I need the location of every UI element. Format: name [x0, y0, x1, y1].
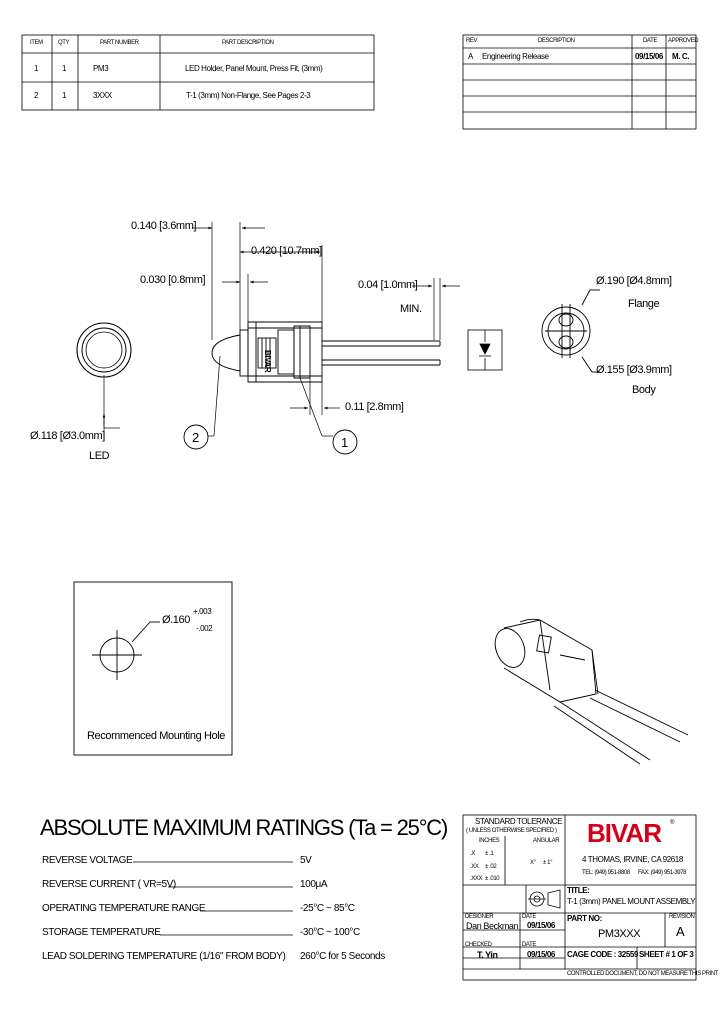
- dim-led-label: LED: [89, 450, 110, 462]
- bom-header-qty: QTY: [58, 40, 70, 46]
- ratings-leaders: [133, 861, 293, 936]
- dim-flange-diameter: Ø.190 [Ø4.8mm]: [596, 275, 672, 287]
- bom-row-part: 3XXX: [93, 91, 112, 100]
- dim-lead-spacing: 0.11 [2.8mm]: [345, 401, 404, 413]
- mount-hole-tol-minus: -.002: [196, 624, 213, 633]
- title-label: TITLE:: [567, 886, 590, 895]
- unless-specified: ( UNLESS OTHERWISE SPECIFIED ): [466, 828, 557, 834]
- end-view: [541, 289, 600, 373]
- tol-x-value: ± .1: [485, 851, 494, 857]
- rev-header-date: DATE: [643, 38, 657, 44]
- rating-label: OPERATING TEMPERATURE RANGE: [42, 903, 206, 914]
- rating-label: REVERSE VOLTAGE: [42, 855, 133, 866]
- tol-inches-header: INCHES: [479, 838, 500, 844]
- designer-date: 09/15/06: [527, 921, 555, 930]
- sheet-number: SHEET # 1 OF 3: [639, 950, 694, 959]
- logo-registered-mark: ®: [670, 820, 675, 826]
- drawing-title: T-1 (3mm) PANEL MOUNT ASSEMBLY: [567, 897, 696, 906]
- bom-header-item: ITEM: [30, 40, 43, 46]
- dim-body-label: Body: [632, 384, 656, 396]
- dim-flange-thickness: 0.030 [0.8mm]: [140, 274, 206, 286]
- rev-row-date: 09/15/06: [635, 52, 663, 61]
- side-view-assembly: [211, 321, 441, 383]
- bom-table: [21, 34, 375, 111]
- checked-label: CHECKED: [465, 942, 492, 948]
- balloon-1-label: 1: [341, 435, 348, 450]
- dim-lens-length: 0.140 [3.6mm]: [131, 220, 197, 232]
- designer-name: Dan Beckman: [466, 921, 519, 931]
- designer-label: DESIGNER: [465, 914, 494, 920]
- dim-lead-width: 0.04 [1.0mm]: [358, 279, 418, 291]
- rev-row-desc: Engineering Release: [482, 52, 549, 61]
- dim-holder-length: 0.420 [10.7mm]: [251, 245, 322, 257]
- bom-row-qty: 1: [62, 64, 67, 73]
- bom-row-item: 2: [34, 91, 39, 100]
- company-phone: TEL: (949) 951-8808: [582, 870, 630, 876]
- bom-row-desc: T-1 (3mm) Non-Flange, See Pages 2-3: [186, 91, 311, 100]
- revision-value: A: [676, 924, 685, 939]
- rating-label: REVERSE CURRENT ( VR=5V): [42, 879, 176, 890]
- bom-row-item: 1: [34, 64, 39, 73]
- rating-value: -25°C ~ 85°C: [300, 903, 355, 914]
- company-logo: BIVAR: [587, 818, 662, 848]
- revision-label: REVISION: [669, 914, 695, 920]
- rev-row-approved: M. C.: [672, 52, 690, 61]
- checked-date: 09/15/06: [527, 950, 555, 959]
- tol-xx-value: ± .02: [485, 864, 497, 870]
- bom-header-part: PART NUMBER: [100, 40, 139, 46]
- part-number: PM3XXX: [598, 928, 641, 940]
- tol-xx: .XX: [470, 864, 479, 870]
- tol-angle-value: ± 1°: [543, 860, 553, 866]
- dim-lead-min: MIN.: [400, 303, 422, 315]
- tol-x: .X: [470, 851, 475, 857]
- rev-header-approved: APPROVED: [668, 38, 699, 44]
- revision-table: [462, 34, 697, 130]
- part-no-label: PART NO:: [567, 914, 602, 923]
- rev-header-rev: REV: [466, 38, 478, 44]
- tol-xxx-value: ± .010: [485, 876, 500, 882]
- company-fax: FAX: (949) 951-3978: [638, 870, 687, 876]
- rating-value: 5V: [300, 855, 312, 866]
- dim-body-diameter: Ø.155 [Ø3.9mm]: [596, 364, 672, 376]
- rev-row-rev: A: [468, 52, 473, 61]
- controlled-notice: CONTROLLED DOCUMENT, DO NOT MEASURE THIS…: [567, 971, 719, 977]
- rating-label: STORAGE TEMPERATURE: [42, 927, 161, 938]
- mount-hole-diameter: Ø.160: [162, 614, 190, 626]
- bom-header-desc: PART DESCRIPTION: [222, 40, 274, 46]
- rating-value: 260°C for 5 Seconds: [300, 951, 385, 962]
- led-schematic-symbol: [467, 329, 503, 371]
- rating-value: -30°C ~ 100°C: [300, 927, 360, 938]
- holder-brand-mark: BIVAR: [263, 350, 272, 373]
- bom-row-qty: 1: [62, 91, 67, 100]
- std-tolerance-label: STANDARD TOLERANCE: [475, 817, 563, 826]
- rev-header-desc: DESCRIPTION: [538, 38, 575, 44]
- dim-flange-label: Flange: [628, 298, 660, 310]
- dim-led-diameter: Ø.118 [Ø3.0mm]: [30, 430, 105, 442]
- rating-value: 100μA: [300, 879, 328, 890]
- tol-angular-header: ANGULAR: [533, 838, 560, 844]
- balloons: [183, 424, 358, 455]
- balloon-2-label: 2: [192, 430, 199, 445]
- led-front-view: [76, 322, 132, 440]
- isometric-view: [494, 618, 689, 765]
- bom-row-desc: LED Holder, Panel Mount, Press Fit, (3mm…: [185, 64, 323, 73]
- tol-angle: X°: [530, 860, 536, 866]
- bom-row-part: PM3: [93, 64, 109, 73]
- title-block: [462, 814, 697, 981]
- rating-label: LEAD SOLDERING TEMPERATURE (1/16" FROM B…: [42, 951, 286, 962]
- mounting-hole-box: [73, 581, 233, 756]
- checked-date-label: DATE: [522, 942, 536, 948]
- company-address: 4 THOMAS, IRVINE, CA 92618: [582, 855, 683, 864]
- cage-code: CAGE CODE : 32559: [567, 950, 639, 959]
- mount-hole-tol-plus: +.003: [193, 607, 212, 616]
- checked-name: T. Yin: [477, 950, 498, 960]
- ratings-title: ABSOLUTE MAXIMUM RATINGS (Ta = 25°C): [40, 815, 448, 840]
- tol-xxx: .XXX: [470, 876, 483, 882]
- dimension-lines: [192, 222, 460, 437]
- mount-hole-caption: Recommenced Mounting Hole: [87, 730, 225, 742]
- designer-date-label: DATE: [522, 914, 536, 920]
